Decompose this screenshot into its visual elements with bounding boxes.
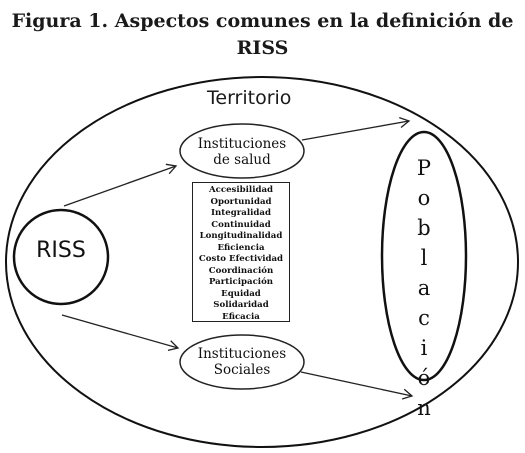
- population-ellipse: [380, 130, 468, 382]
- aspect-item: Continuidad: [211, 219, 271, 230]
- social-institutions-line-2: Sociales: [213, 362, 271, 378]
- figure-title: Figura 1. Aspectos comunes en la definic…: [0, 8, 525, 62]
- population-letter: o: [417, 186, 431, 210]
- population-letter: n: [417, 396, 431, 420]
- aspects-list: Accesibilidad Oportunidad Integralidad C…: [192, 185, 290, 324]
- aspect-item: Participación: [208, 277, 274, 288]
- riss-label: RISS: [36, 238, 86, 263]
- aspect-item: Coordinación: [208, 265, 274, 276]
- figure-title-line-1: Figura 1. Aspectos comunes en la definic…: [11, 10, 514, 32]
- arrow-health-to-population: [301, 117, 411, 141]
- aspect-item: Equidad: [221, 288, 261, 299]
- population-letter: ó: [417, 366, 431, 390]
- social-institutions-label: Instituciones Sociales: [181, 346, 303, 378]
- territory-label: Territorio: [207, 87, 292, 109]
- figure-title-line-2: RISS: [236, 37, 289, 59]
- social-institutions-line-1: Instituciones: [197, 346, 287, 362]
- aspect-item: Solidaridad: [213, 300, 269, 311]
- aspect-item: Eficacia: [222, 312, 260, 323]
- aspects-box: [192, 182, 290, 322]
- population-letter: b: [417, 216, 431, 240]
- aspect-item: Accesibilidad: [208, 185, 274, 195]
- population-letter: a: [417, 276, 431, 300]
- riss-circle: [12, 208, 110, 306]
- health-institutions-line-2: de salud: [213, 152, 271, 168]
- aspect-item: Integralidad: [211, 208, 271, 219]
- population-letter: c: [418, 306, 430, 330]
- health-institutions-line-1: Instituciones: [197, 136, 287, 152]
- territory-ellipse: [5, 76, 519, 448]
- aspect-item: Costo Efectividad: [198, 254, 284, 265]
- arrow-social-to-population: [300, 371, 414, 400]
- arrow-riss-to-health: [63, 163, 178, 207]
- population-label: P o b l a c i ó n: [399, 153, 449, 423]
- aspect-item: Eficiencia: [217, 242, 265, 253]
- aspect-item: Longitudinalidad: [199, 231, 283, 242]
- health-institutions-ellipse: [179, 123, 305, 179]
- social-institutions-ellipse: [179, 334, 305, 390]
- aspect-item: Oportunidad: [210, 196, 272, 207]
- arrow-riss-to-social: [61, 314, 180, 351]
- health-institutions-label: Instituciones de salud: [181, 136, 303, 168]
- population-letter: P: [416, 156, 432, 180]
- population-letter: l: [420, 246, 428, 270]
- population-letter: i: [420, 336, 428, 360]
